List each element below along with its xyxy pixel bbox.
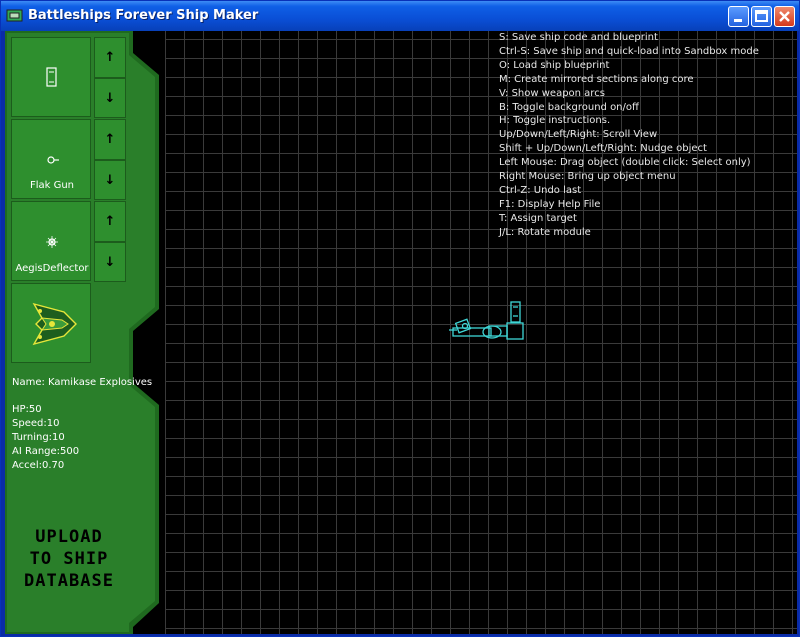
help-line: T: Assign target xyxy=(499,212,577,224)
help-line: Shift + Up/Down/Left/Right: Nudge object xyxy=(499,143,707,155)
aegis-deflector-icon xyxy=(46,236,58,248)
module-slot-2[interactable]: Flak Gun xyxy=(11,119,91,199)
help-instructions: S: Save ship code and blueprint Ctrl-S: … xyxy=(499,31,759,240)
stat-accel: Accel:0.70 xyxy=(12,460,65,471)
turret-module-icon xyxy=(46,67,57,87)
help-line: Ctrl-Z: Undo last xyxy=(499,184,582,196)
minimize-icon xyxy=(734,19,742,22)
sidebar-panel: ↑ ↓ Flak Gun ↑ ↓ AegisDeflector ↑ xyxy=(5,31,165,634)
help-line: O: Load ship blueprint xyxy=(499,59,610,71)
slot-2-up-button[interactable]: ↑ xyxy=(94,119,126,160)
stat-speed: Speed:10 xyxy=(12,418,60,429)
design-grid[interactable] xyxy=(165,31,797,634)
slot-2-down-button[interactable]: ↓ xyxy=(94,160,126,200)
help-line: Ctrl-S: Save ship and quick-load into Sa… xyxy=(499,45,759,57)
maximize-button[interactable] xyxy=(751,6,772,27)
help-line: Up/Down/Left/Right: Scroll View xyxy=(499,129,658,141)
upload-line-3: DATABASE xyxy=(24,571,114,591)
upload-line-1: UPLOAD xyxy=(35,527,103,547)
help-line: Left Mouse: Drag object (double click: S… xyxy=(499,157,751,169)
ship-preview-icon xyxy=(32,302,77,346)
title-bar[interactable]: Battleships Forever Ship Maker xyxy=(1,1,799,31)
client-area: ↑ ↓ Flak Gun ↑ ↓ AegisDeflector ↑ xyxy=(5,31,797,634)
down-arrow-icon: ↓ xyxy=(104,254,116,270)
module-slot-3[interactable]: AegisDeflector xyxy=(11,201,91,281)
slot-2-label: Flak Gun xyxy=(29,180,75,191)
close-button[interactable] xyxy=(774,6,795,27)
window-title: Battleships Forever Ship Maker xyxy=(28,8,259,23)
ship-design-object[interactable] xyxy=(445,299,535,349)
minimize-button[interactable] xyxy=(728,6,749,27)
help-line: H: Toggle instructions. xyxy=(499,115,611,127)
slot-3-up-button[interactable]: ↑ xyxy=(94,201,126,242)
help-line: S: Save ship code and blueprint xyxy=(499,32,658,43)
module-slot-1[interactable] xyxy=(11,37,91,117)
stat-ai-range: AI Range:500 xyxy=(12,446,80,457)
upload-to-ship-database-button[interactable]: UPLOAD TO SHIP DATABASE xyxy=(19,526,119,592)
slot-1-up-button[interactable]: ↑ xyxy=(94,37,126,78)
app-icon xyxy=(6,9,23,22)
slot-1-down-button[interactable]: ↓ xyxy=(94,78,126,118)
ship-preview-slot[interactable] xyxy=(11,283,91,363)
maximize-icon xyxy=(755,10,768,22)
flak-gun-icon xyxy=(47,156,59,164)
slot-3-down-button[interactable]: ↓ xyxy=(94,242,126,282)
up-arrow-icon: ↑ xyxy=(104,214,116,229)
upload-line-2: TO SHIP xyxy=(29,549,109,569)
stat-turning: Turning:10 xyxy=(12,432,65,443)
down-arrow-icon: ↓ xyxy=(104,172,116,188)
slot-3-label: AegisDeflector xyxy=(15,263,89,274)
help-line: M: Create mirrored sections along core xyxy=(499,73,694,85)
up-arrow-icon: ↑ xyxy=(104,132,116,147)
close-icon xyxy=(779,11,790,22)
up-arrow-icon: ↑ xyxy=(104,50,116,65)
down-arrow-icon: ↓ xyxy=(104,90,116,106)
help-line: B: Toggle background on/off xyxy=(499,101,639,113)
help-line: F1: Display Help File xyxy=(499,198,601,210)
stat-hp: HP:50 xyxy=(12,404,42,415)
help-line: V: Show weapon arcs xyxy=(499,87,605,99)
help-line: J/L: Rotate module xyxy=(499,226,591,238)
help-line: Right Mouse: Bring up object menu xyxy=(499,171,676,183)
ship-name: Name: Kamikase Explosives xyxy=(12,377,153,388)
ship-stats: HP:50 Speed:10 Turning:10 AI Range:500 A… xyxy=(12,403,79,473)
